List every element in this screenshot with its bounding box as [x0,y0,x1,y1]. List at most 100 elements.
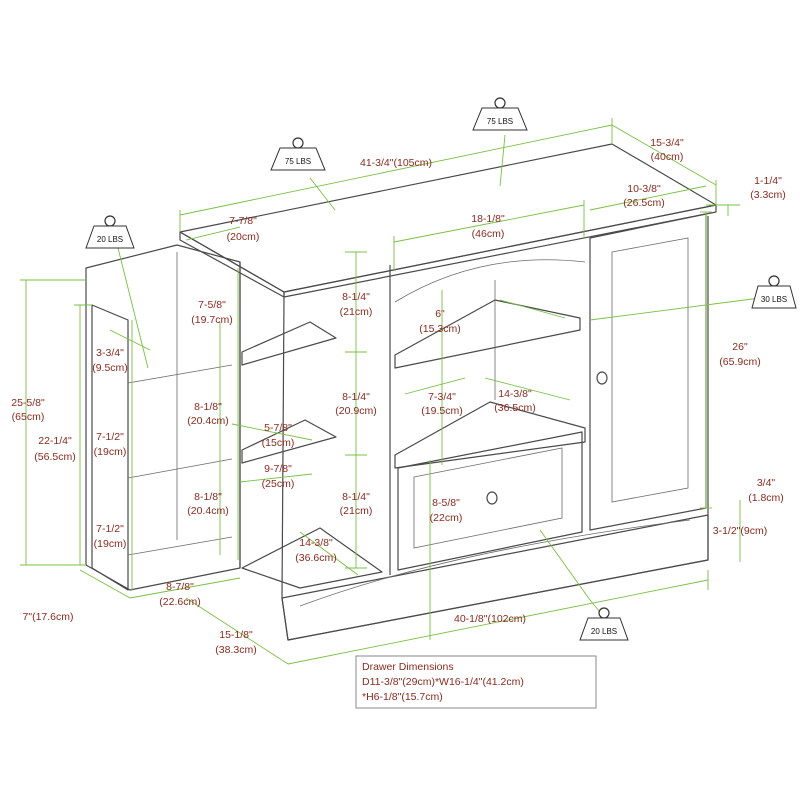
dim-center-mid-in: 7-3/4" [428,391,456,403]
dim-width-top: 41-3/4"(105cm) [360,157,432,169]
weight-ring-icon [768,275,780,287]
left-shelf-3 [127,536,233,556]
dim-left-shelf1-in: 3-3/4" [96,347,124,359]
center-shelf-upper [394,299,581,369]
dim-left-shelf3-cm: (19cm) [94,538,127,550]
dim-door-gap-in: 3/4" [757,477,776,489]
dim-center-depth-in: 14-3/8" [498,388,532,400]
weight-label: 20 LBS [591,627,617,636]
right-door-knob [596,371,608,385]
left-shelf-1 [127,364,233,384]
dim-side-shelf-w-in: 9-7/8" [264,463,292,475]
weight-ring-icon [104,215,116,227]
dimension-lines [20,118,761,665]
dim-top-overhang-in: 7-7/8" [229,215,257,227]
drawer-panel [413,447,563,549]
dim-left-height-cm: (65cm) [12,411,45,423]
dim-base-height: 3-1/2"(9cm) [713,525,768,537]
dim-left-depth-in: 8-7/8" [166,581,194,593]
right-door-panel [611,237,689,503]
dim-right-cab-width-in: 10-3/8" [627,183,661,195]
drawer-dimensions-frame [355,655,597,709]
dim-total-height-cm: (65.9cm) [719,356,760,368]
dim-side-shelf-d-cm: (15cm) [262,437,295,449]
dim-left-shelf3-in: 7-1/2" [96,523,124,535]
dim-left-inner-cm: (56.5cm) [34,451,75,463]
dim-side-shelf-w-cm: (25cm) [262,478,295,490]
mid-shelf-top [241,321,337,366]
dim-door-gap-cm: (1.8cm) [748,492,784,504]
weight-label: 20 LBS [97,235,123,244]
dim-left-height-in: 25-5/8" [11,397,45,409]
center-shelf-lower [394,401,586,469]
left-shelf-2 [127,458,233,479]
dim-center-upper-cm: (15.3cm) [419,323,460,335]
dim-mid-height-cm: (20.9cm) [335,405,376,417]
weight-label: 75 LBS [285,157,311,166]
dim-center-upper-in: 6" [435,308,445,320]
weight-ring-icon [494,97,506,109]
weight-ring-icon [598,607,610,619]
dim-mid-left1-cm: (20.4cm) [187,415,228,427]
dim-base-depth-in: 15-1/8" [219,629,253,641]
dim-mid-left2-cm: (20.4cm) [187,505,228,517]
dim-lower-depth-in: 14-3/8" [299,537,333,549]
dim-base-side: 7"(17.6cm) [23,611,74,623]
dim-left-shelf-w-cm: (19.7cm) [191,314,232,326]
dim-top-overhang-cm: (20cm) [227,231,260,243]
mid-shelf-bottom [241,527,383,589]
dim-left-depth-cm: (22.6cm) [159,596,200,608]
drawer-dimensions-title: Drawer Dimensions [362,661,454,673]
top-surface [179,143,717,293]
weight-icon [751,285,797,309]
dim-center-depth-cm: (36.5cm) [494,402,535,414]
dim-top-lip-in: 1-1/4" [754,175,782,187]
weight-top-center: 75 LBS [472,97,528,131]
left-cabinet-door [91,304,129,591]
dim-right-cab-width-cm: (26.5cm) [623,197,664,209]
dimension-labels: 41-3/4"(105cm) 15-3/4" (40cm) 1-1/4" (3.… [11,137,786,656]
dim-left-shelf1-cm: (9.5cm) [92,362,128,374]
weight-top-left: 75 LBS [270,137,326,171]
dim-base-width: 40-1/8"(102cm) [454,613,526,625]
dim-center-mid-cm: (19.5cm) [421,405,462,417]
dim-center-width-cm: (46cm) [472,228,505,240]
tv-stand-drawing [85,143,717,641]
weight-left-shelf: 20 LBS [85,215,135,249]
dim-upper-height-cm: (21cm) [340,306,373,318]
dim-depth-top-in: 15-3/4" [650,137,684,149]
drawer-knob [486,491,498,505]
weight-icon [579,617,629,641]
dim-low-height-cm: (21cm) [340,505,373,517]
dim-left-inner-in: 22-1/4" [38,435,72,447]
dim-center-width-in: 18-1/8" [471,213,505,225]
dim-lower-depth-cm: (36.6cm) [295,552,336,564]
drawer-dimensions-line1: D11-3/8"(29cm)*W16-1/4"(41.2cm) [362,676,524,688]
dim-upper-height-in: 8-1/4" [342,291,370,303]
weight-right-door: 30 LBS [751,275,797,309]
weight-icon [472,107,528,131]
base-plinth [281,514,709,641]
dim-side-shelf-d-in: 5-7/8" [264,422,292,434]
dim-left-shelf2-cm: (19cm) [94,446,127,458]
base-arch [299,519,691,607]
dim-total-height-in: 26" [732,341,748,353]
top-right-edge [283,204,717,298]
weight-ring-icon [292,137,304,149]
dim-low-height-in: 8-1/4" [342,491,370,503]
dim-drawer-h-cm: (22cm) [430,512,463,524]
mid-shelf-middle [241,419,337,464]
dim-mid-left2-in: 8-1/8" [194,491,222,503]
drawer-dimensions-box: Drawer Dimensions D11-3/8"(29cm)*W16-1/4… [355,655,597,709]
dim-left-shelf2-in: 7-1/2" [96,431,124,443]
dim-mid-height-in: 8-1/4" [342,391,370,403]
weight-bottom: 20 LBS [579,607,629,641]
weight-icon [85,225,135,249]
weight-label: 75 LBS [487,117,513,126]
center-top-arch [394,259,586,303]
dim-mid-left1-in: 8-1/8" [194,401,222,413]
drawer-dimensions-line2: *H6-1/8"(15.7cm) [362,691,443,703]
dim-depth-top-cm: (40cm) [651,151,684,163]
dim-base-depth-cm: (38.3cm) [215,644,256,656]
